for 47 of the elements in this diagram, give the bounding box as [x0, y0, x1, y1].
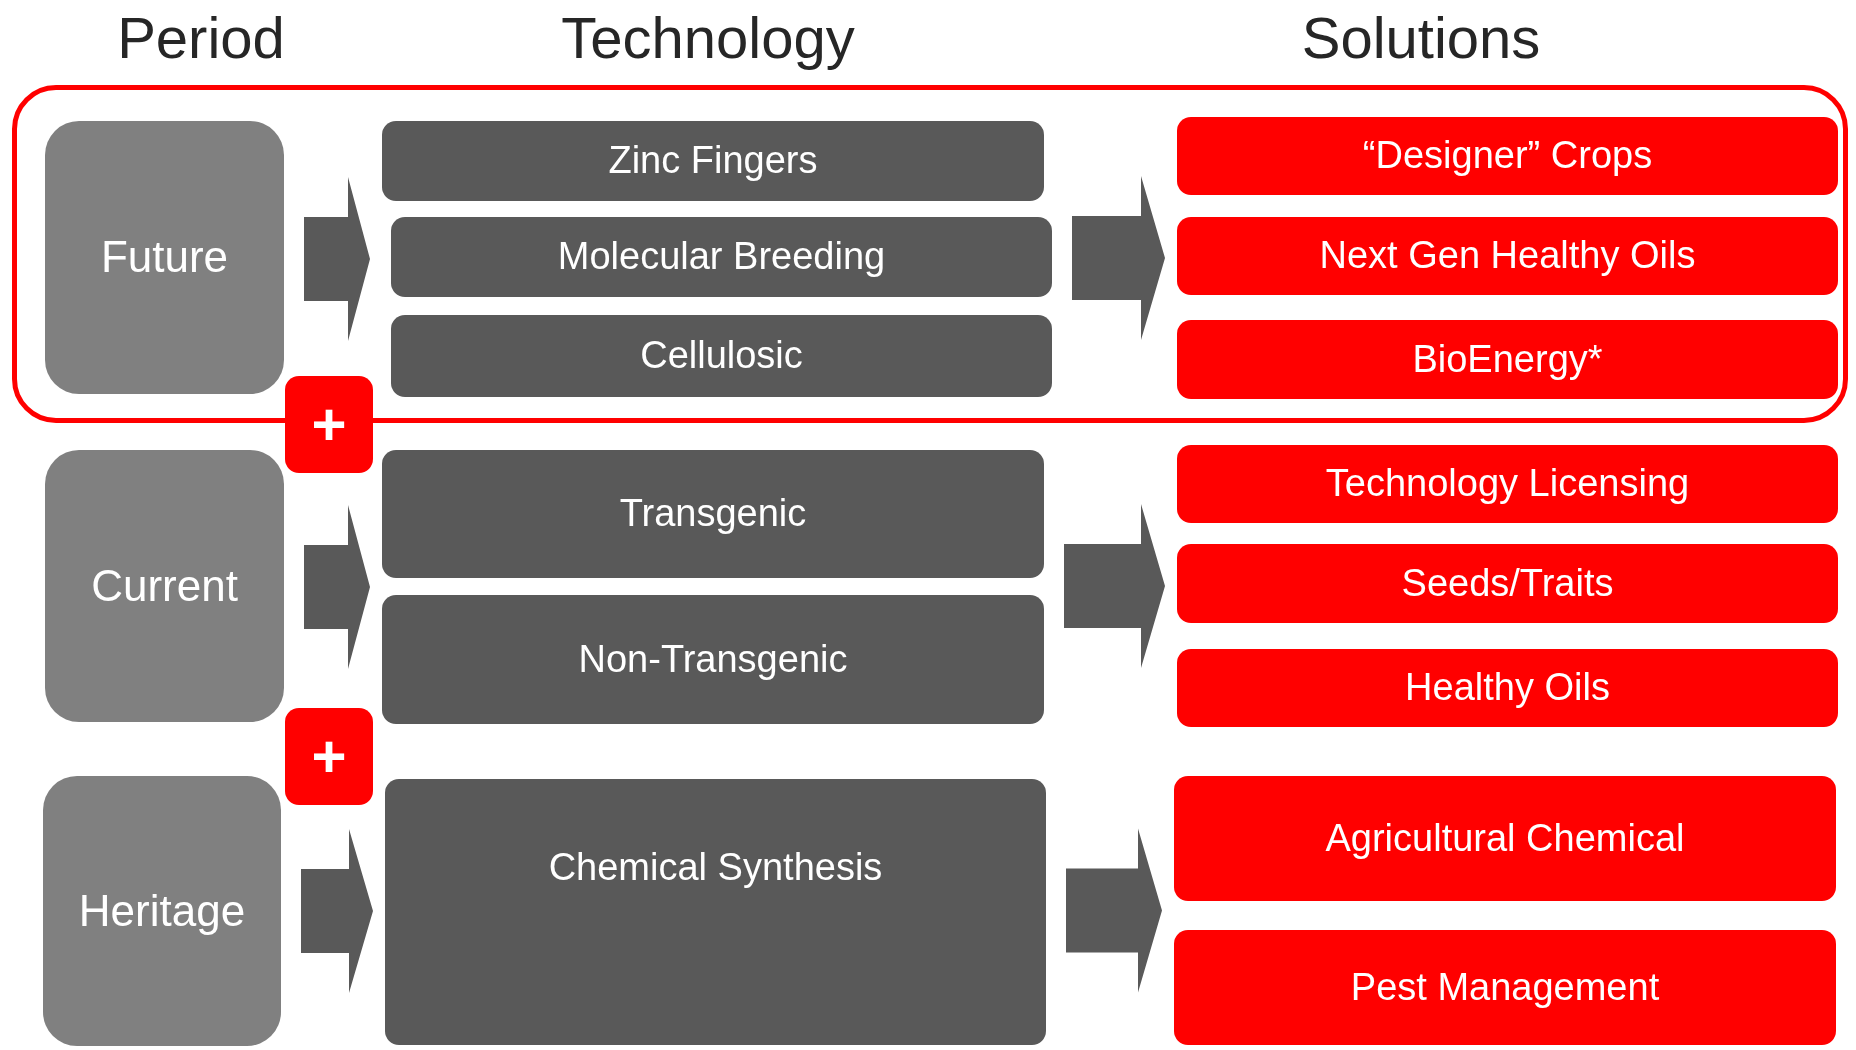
technology-box [391, 315, 1052, 397]
column-heading: Period [117, 4, 285, 71]
technology-label: Non-Transgenic [578, 638, 848, 681]
column-heading: Solutions [1301, 4, 1541, 71]
block-arrow [304, 505, 370, 669]
block-arrow [301, 829, 373, 993]
solution-label: Technology Licensing [1325, 463, 1690, 505]
solution-box [1174, 930, 1836, 1045]
technology-label: Zinc Fingers [608, 140, 818, 182]
solution-box [1177, 445, 1838, 523]
technology-box [391, 217, 1052, 297]
solution-label: Next Gen Healthy Oils [1319, 235, 1696, 277]
solution-box [1177, 320, 1838, 399]
technology-label: Transgenic [619, 493, 807, 535]
solution-label: Agricultural Chemical [1325, 817, 1685, 860]
period-label: Future [100, 233, 229, 282]
technology-box [385, 779, 1046, 1045]
technology-box [382, 595, 1044, 724]
technology-box [382, 121, 1044, 201]
plus-badge [285, 708, 373, 805]
solution-box [1177, 217, 1838, 295]
solution-box [1177, 649, 1838, 727]
technology-box [382, 450, 1044, 578]
plus-sign: + [311, 391, 347, 458]
solution-box [1174, 776, 1836, 901]
solution-label: BioEnergy* [1412, 338, 1603, 381]
solution-label: Pest Management [1350, 966, 1660, 1009]
solution-label: Seeds/Traits [1401, 562, 1614, 605]
period-label: Current [91, 561, 238, 611]
period-box [45, 121, 284, 394]
period-label: Heritage [78, 886, 246, 936]
solution-label: “Designer” Crops [1362, 135, 1653, 177]
solution-box [1177, 117, 1838, 195]
column-heading: Technology [561, 4, 855, 71]
technology-label: Molecular Breeding [557, 236, 886, 278]
period-box [45, 450, 284, 722]
period-box [43, 776, 281, 1046]
block-arrow [1064, 504, 1165, 668]
technology-label: Chemical Synthesis [548, 847, 883, 889]
technology-label: Cellulosic [640, 335, 803, 377]
block-arrow [1072, 176, 1165, 340]
plus-sign: + [311, 723, 347, 790]
block-arrow [1066, 828, 1162, 993]
solution-box [1177, 544, 1838, 623]
solution-label: Healthy Oils [1405, 667, 1610, 709]
plus-badge [285, 376, 373, 473]
block-arrow [304, 177, 370, 341]
